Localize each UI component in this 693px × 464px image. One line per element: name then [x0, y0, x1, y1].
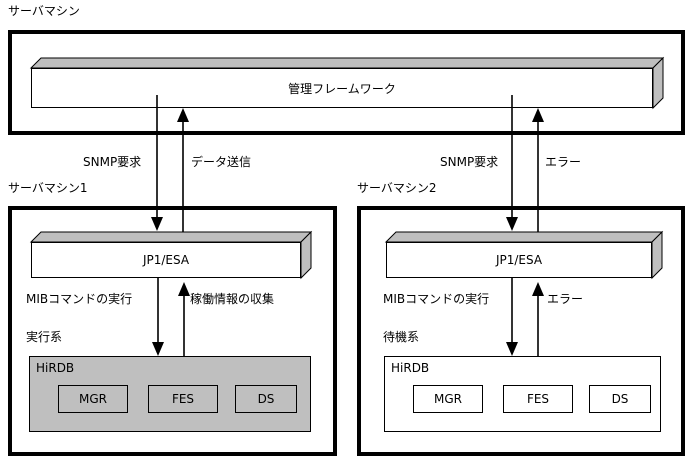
flow-label-right-mib-command: MIBコマンドの実行 — [383, 292, 490, 306]
hirdb-box-right: HiRDB MGR FES DS — [384, 356, 661, 432]
jp1-esa-box-left: JP1/ESA — [29, 230, 313, 280]
framework-face: 管理フレームワーク — [31, 68, 653, 108]
process-box-ds-left: DS — [235, 385, 297, 413]
process-box-mgr-left: MGR — [58, 385, 128, 413]
hirdb-left-title: HiRDB — [36, 361, 75, 375]
process-label-mgr-right: MGR — [434, 392, 462, 406]
caption-server-machine-1: サーバマシン1 — [8, 181, 88, 195]
hirdb-box-left: HiRDB MGR FES DS — [29, 356, 311, 432]
flow-label-right-snmp-request: SNMP要求 — [440, 155, 499, 169]
jp1-esa-right-face: JP1/ESA — [386, 242, 652, 278]
process-box-ds-right: DS — [589, 385, 651, 413]
process-box-fes-right: FES — [503, 385, 573, 413]
jp1-esa-left-label: JP1/ESA — [142, 253, 190, 267]
jp1-esa-box-right: JP1/ESA — [384, 230, 664, 280]
process-box-mgr-right: MGR — [413, 385, 483, 413]
flow-label-left-snmp-request: SNMP要求 — [83, 155, 142, 169]
flow-label-left-mib-command: MIBコマンドの実行 — [26, 292, 133, 306]
process-box-fes-left: FES — [148, 385, 218, 413]
caption-server-machine: サーバマシン — [8, 4, 80, 18]
hirdb-right-title: HiRDB — [391, 361, 430, 375]
process-label-fes-left: FES — [171, 392, 195, 406]
process-label-ds-right: DS — [611, 392, 629, 406]
jp1-esa-right-label: JP1/ESA — [495, 253, 543, 267]
flow-label-left-operation-info: 稼働情報の収集 — [190, 292, 275, 306]
flow-label-right-error: エラー — [545, 155, 582, 169]
process-label-ds-left: DS — [257, 392, 275, 406]
flow-label-left-data-send: データ送信 — [191, 155, 252, 169]
process-label-mgr-left: MGR — [79, 392, 107, 406]
process-label-fes-right: FES — [526, 392, 550, 406]
flow-label-right-mid-error: エラー — [547, 292, 584, 306]
system-state-label-right: 待機系 — [383, 330, 420, 344]
management-framework-box: 管理フレームワーク — [29, 56, 665, 110]
jp1-esa-left-face: JP1/ESA — [31, 242, 301, 278]
caption-server-machine-2: サーバマシン2 — [357, 181, 437, 195]
system-state-label-left: 実行系 — [26, 330, 63, 344]
framework-label: 管理フレームワーク — [288, 81, 396, 96]
